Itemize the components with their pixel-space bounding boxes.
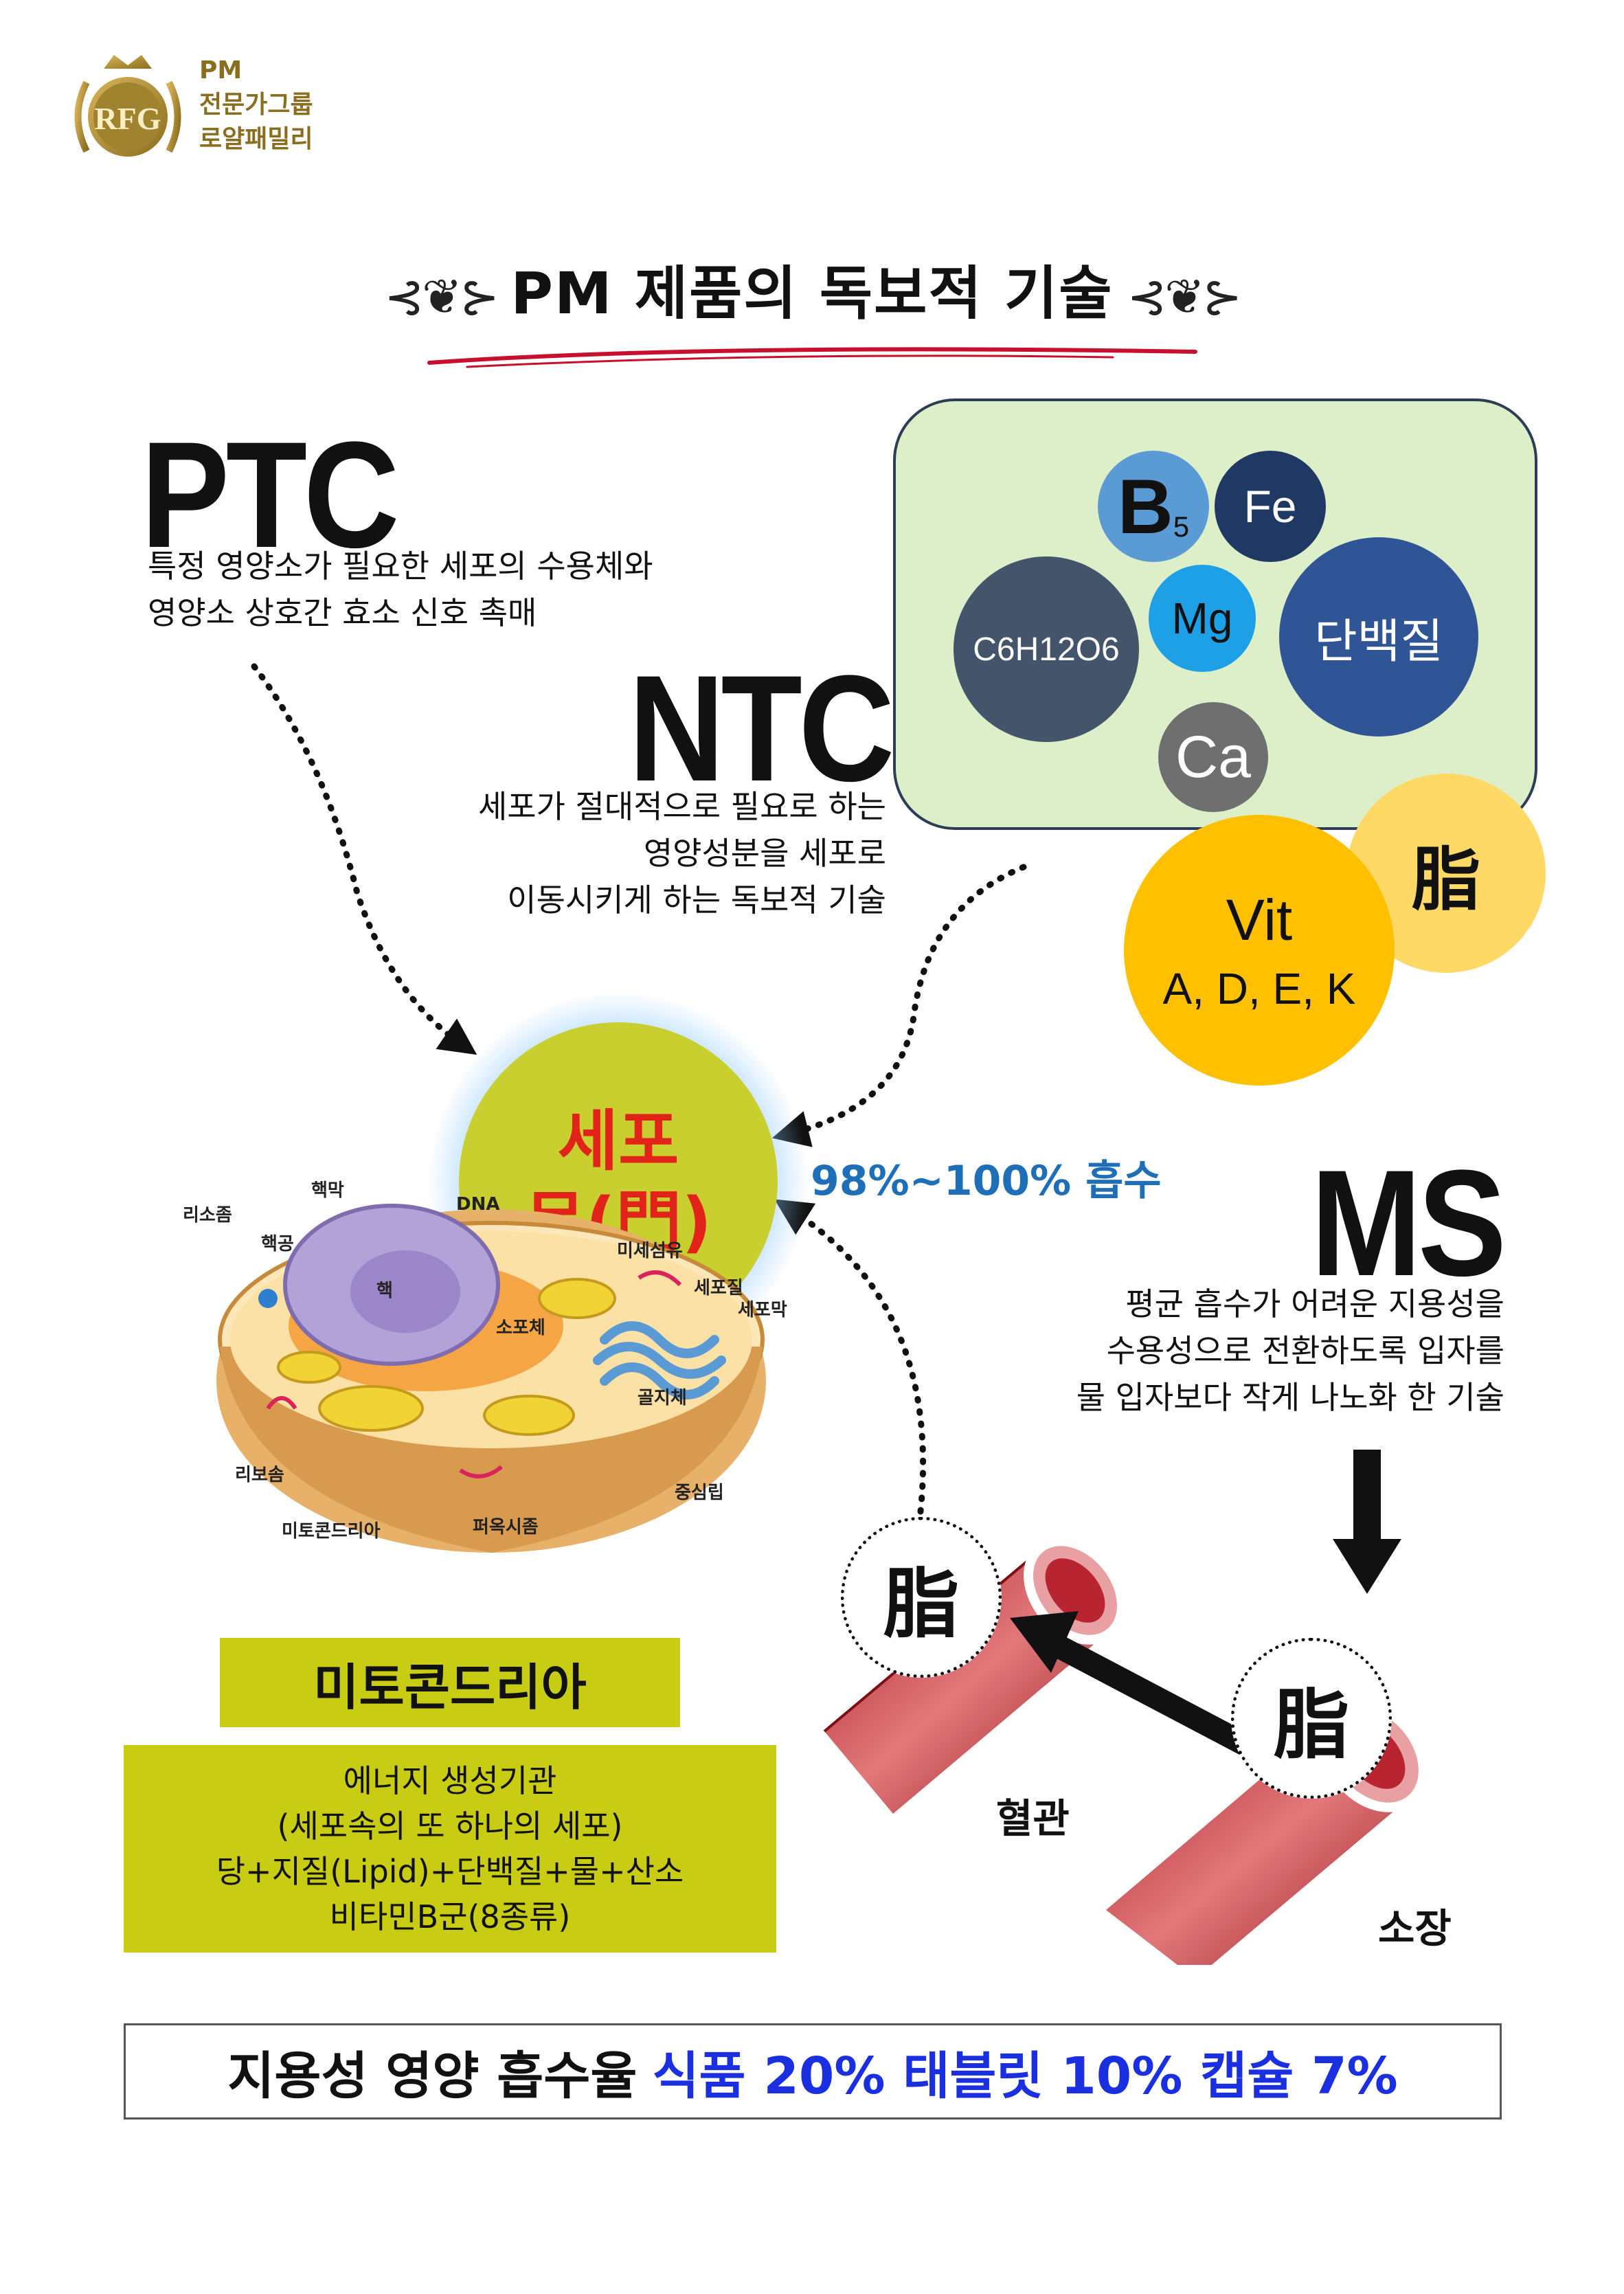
- cell-label-peroxisome: 퍼옥시좀: [473, 1517, 539, 1538]
- logo-line-3: 로얄패밀리: [199, 125, 313, 153]
- fat-circle-blood-vessel: 脂: [841, 1517, 1002, 1678]
- logo-badge-text: RFG: [94, 101, 161, 136]
- ms-acronym: MS: [1311, 1138, 1507, 1307]
- small-intestine-label: 소장: [1378, 1905, 1452, 1952]
- cell-label-ribosome: 리보솜: [235, 1465, 284, 1485]
- mito-line-4: 비타민B군(8종류): [329, 1898, 571, 1935]
- nutrient-vitamins: Vit A, D, E, K: [1124, 815, 1395, 1086]
- ptc-desc-line-1: 특정 영양소가 필요한 세포의 수용체와: [148, 548, 653, 585]
- ptc-desc-line-2: 영양소 상호간 효소 신호 촉매: [148, 594, 537, 631]
- ptc-description: 특정 영양소가 필요한 세포의 수용체와 영양소 상호간 효소 신호 촉매: [148, 543, 653, 636]
- nutrient-mg: Mg: [1149, 565, 1256, 672]
- ptc-acronym: PTC: [141, 410, 400, 579]
- cell-label-centriole: 중심립: [675, 1483, 724, 1503]
- ms-description: 평균 흡수가 어려운 지용성을 수용성으로 전환하도록 입자를 물 입자보다 작…: [914, 1281, 1504, 1421]
- nutrient-glucose: C6H12O6: [954, 556, 1139, 742]
- title-underline: [427, 347, 1197, 368]
- absorption-comparison-prefix: 지용성 영양 흡수율: [227, 2046, 638, 2106]
- title-ornament-left-icon: ⊰❦⊱: [384, 269, 499, 325]
- cell-label-nucleus: 핵: [376, 1281, 393, 1301]
- logo-badge: RFG: [74, 55, 181, 157]
- vessels-illustration: [823, 1450, 1428, 1965]
- mito-title: 미토콘드리아: [313, 1658, 587, 1716]
- ms-desc-line-1: 평균 흡수가 어려운 지용성을: [1125, 1285, 1504, 1323]
- cell-door-line-1: 세포: [557, 1103, 679, 1180]
- ntc-description: 세포가 절대적으로 필요로 하는 영양성분을 세포로 이동시키게 하는 독보적 …: [385, 783, 886, 923]
- cell-label-nuclear-membrane: 핵막: [311, 1180, 344, 1201]
- ms-desc-line-2: 수용성으로 전환하도록 입자를: [1106, 1332, 1504, 1369]
- cell-label-golgi: 골지체: [638, 1388, 687, 1408]
- logo-line-2: 전문가그룹: [199, 91, 313, 119]
- absorption-rate: 98%~100% 흡수: [811, 1157, 1162, 1205]
- blood-vessel-label: 혈관: [996, 1795, 1070, 1842]
- page-title-text: PM 제품의 독보적 기술: [510, 260, 1114, 327]
- nutrient-fe: Fe: [1215, 451, 1326, 562]
- ntc-acronym: NTC: [629, 644, 894, 813]
- mito-line-2: (세포속의 또 하나의 세포): [277, 1808, 623, 1845]
- cell-label-lysosome: 리소좀: [183, 1205, 232, 1226]
- mito-line-1: 에너지 생성기관: [343, 1762, 557, 1799]
- cell-label-cell-membrane: 세포막: [738, 1300, 787, 1320]
- logo-line-1: PM: [199, 56, 243, 85]
- mito-line-3: 당+지질(Lipid)+단백질+물+산소: [216, 1853, 684, 1890]
- mito-description-box: 에너지 생성기관 (세포속의 또 하나의 세포) 당+지질(Lipid)+단백질…: [124, 1745, 776, 1953]
- nutrient-protein: 단백질: [1279, 537, 1478, 736]
- absorption-comparison-highlight: 식품 20% 태블릿 10% 캡슐 7%: [652, 2046, 1398, 2106]
- cell-label-dna: DNA: [456, 1194, 500, 1215]
- cell-label-cytoplasm: 세포질: [694, 1278, 743, 1298]
- fat-circle-small-intestine: 脂: [1231, 1638, 1392, 1799]
- ntc-desc-line-1: 세포가 절대적으로 필요로 하는: [477, 788, 886, 825]
- ntc-desc-line-2: 영양성분을 세포로: [643, 835, 886, 872]
- animal-cell-illustration: [216, 1204, 766, 1553]
- ntc-desc-line-3: 이동시키게 하는 독보적 기술: [507, 881, 886, 919]
- cell-label-er: 소포체: [496, 1318, 545, 1338]
- mito-title-box: 미토콘드리아: [220, 1638, 680, 1727]
- page-title: ⊰❦⊱PM 제품의 독보적 기술⊰❦⊱: [0, 247, 1624, 330]
- ms-desc-line-3: 물 입자보다 작게 나노화 한 기술: [1076, 1379, 1504, 1416]
- cell-label-microfilament: 미세섬유: [617, 1241, 683, 1261]
- cell-label-mitochondria: 미토콘드리아: [282, 1521, 381, 1542]
- nutrient-ca: Ca: [1158, 702, 1268, 812]
- cell-label-nucleolus: 핵공: [261, 1234, 294, 1255]
- title-ornament-right-icon: ⊰❦⊱: [1127, 269, 1243, 325]
